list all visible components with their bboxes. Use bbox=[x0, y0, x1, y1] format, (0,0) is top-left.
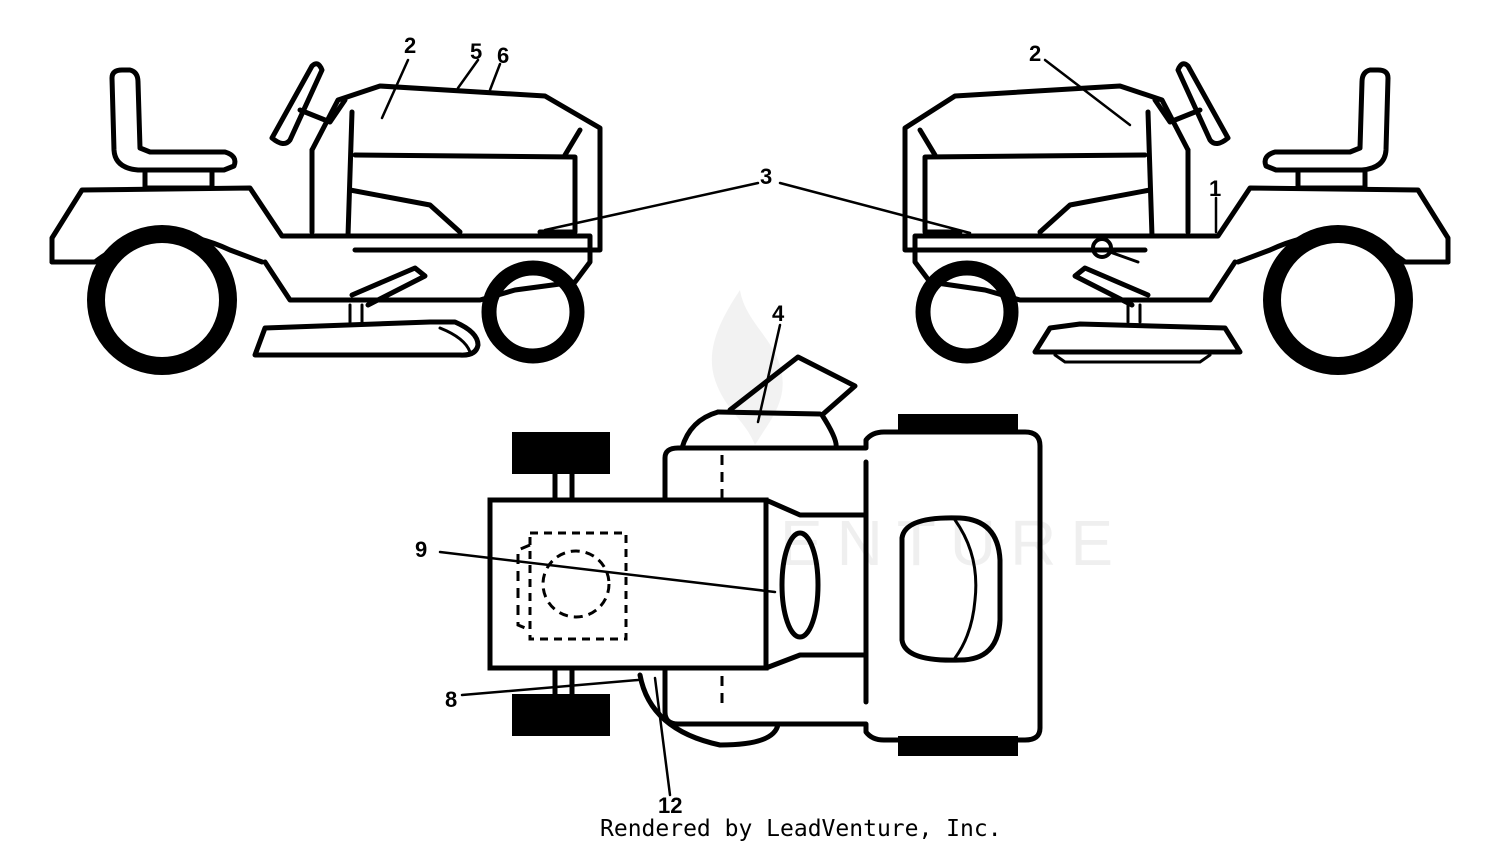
hood bbox=[309, 83, 603, 253]
leader-left-5 bbox=[456, 58, 480, 90]
seat-base bbox=[142, 169, 215, 191]
hood-top bbox=[487, 497, 769, 671]
hood-panel bbox=[352, 152, 578, 235]
leader-lines bbox=[380, 58, 1218, 797]
steering-column bbox=[297, 97, 348, 125]
callout-numbers: 2 5 6 3 2 1 4 9 8 12 bbox=[404, 33, 1221, 818]
steering-wheel bbox=[1175, 61, 1231, 146]
left-front-wheel bbox=[481, 260, 585, 364]
leader-center-3-left bbox=[543, 181, 760, 232]
side-panel bbox=[1037, 187, 1153, 235]
leader-left-6 bbox=[488, 62, 502, 92]
deck-bulge-top bbox=[679, 409, 721, 451]
deck-mount bbox=[348, 303, 364, 324]
mower-deck bbox=[252, 319, 481, 358]
frame-body bbox=[662, 429, 1043, 743]
hood-front-edge bbox=[917, 127, 938, 158]
callout-right-2: 2 bbox=[1029, 41, 1041, 66]
hood-panel bbox=[922, 152, 1148, 235]
leader-right-2 bbox=[1043, 58, 1132, 127]
callout-top-12: 12 bbox=[658, 793, 682, 818]
lift-lever bbox=[1108, 250, 1140, 264]
callout-top-4: 4 bbox=[772, 301, 785, 326]
top-view-tractor bbox=[487, 354, 1043, 756]
right-front-wheel bbox=[915, 260, 1019, 364]
callout-top-8: 8 bbox=[445, 687, 457, 712]
flame-logo-icon bbox=[711, 290, 783, 445]
seat-back bbox=[109, 67, 238, 173]
mower-deck bbox=[1032, 321, 1243, 355]
mower-deck-outline bbox=[637, 672, 781, 748]
footer-credit: Rendered by LeadVenture, Inc. bbox=[600, 816, 1002, 842]
leader-left-2 bbox=[380, 58, 410, 120]
callout-left-6: 6 bbox=[497, 43, 509, 68]
callout-left-5: 5 bbox=[470, 39, 482, 64]
dash-inner bbox=[345, 109, 355, 239]
discharge-chute bbox=[727, 354, 858, 451]
left-side-view-tractor bbox=[49, 61, 603, 375]
callout-top-9: 9 bbox=[415, 537, 427, 562]
leader-top-4 bbox=[756, 323, 782, 424]
leader-center-3-right bbox=[778, 181, 972, 235]
front-left-tire bbox=[512, 432, 610, 474]
seat-base bbox=[1295, 169, 1368, 191]
foot-pedal bbox=[1072, 265, 1151, 308]
deck-chute bbox=[438, 326, 472, 354]
rear-left-tire bbox=[898, 414, 1018, 434]
chute-inner bbox=[715, 409, 823, 417]
steering-console bbox=[763, 497, 869, 671]
hood bbox=[902, 83, 1191, 253]
callout-center-3: 3 bbox=[760, 164, 772, 189]
callout-right-1: 1 bbox=[1209, 176, 1221, 201]
right-side-view-tractor bbox=[902, 61, 1451, 375]
engine-outline-offset bbox=[516, 543, 531, 632]
steering-column bbox=[1152, 97, 1203, 125]
dash-inner bbox=[1145, 109, 1155, 239]
front-right-tire bbox=[512, 694, 610, 736]
leader-top-12 bbox=[653, 676, 672, 797]
hood-front-edge bbox=[562, 127, 583, 158]
lift-lever-knob bbox=[1091, 237, 1113, 259]
front-axle-top bbox=[552, 471, 575, 503]
rear-fender bbox=[49, 185, 593, 303]
deck-mount bbox=[1126, 303, 1142, 324]
right-rear-wheel bbox=[1263, 225, 1413, 375]
foot-pedal bbox=[349, 265, 428, 308]
leader-top-8 bbox=[460, 678, 640, 697]
engine-shroud bbox=[541, 549, 611, 619]
steering-wheel bbox=[269, 61, 325, 146]
rear-fender bbox=[912, 185, 1451, 303]
leader-top-9 bbox=[438, 550, 777, 594]
front-axle-bottom bbox=[552, 665, 575, 697]
seat-top bbox=[899, 515, 1003, 663]
seat-inner bbox=[953, 518, 978, 660]
deck-skirt bbox=[1053, 353, 1212, 364]
callout-left-2: 2 bbox=[404, 33, 416, 58]
steering-wheel-top bbox=[779, 530, 821, 640]
seat-back bbox=[1262, 67, 1391, 173]
engine-outline bbox=[528, 531, 628, 641]
left-rear-wheel bbox=[87, 225, 237, 375]
side-panel bbox=[347, 187, 463, 235]
